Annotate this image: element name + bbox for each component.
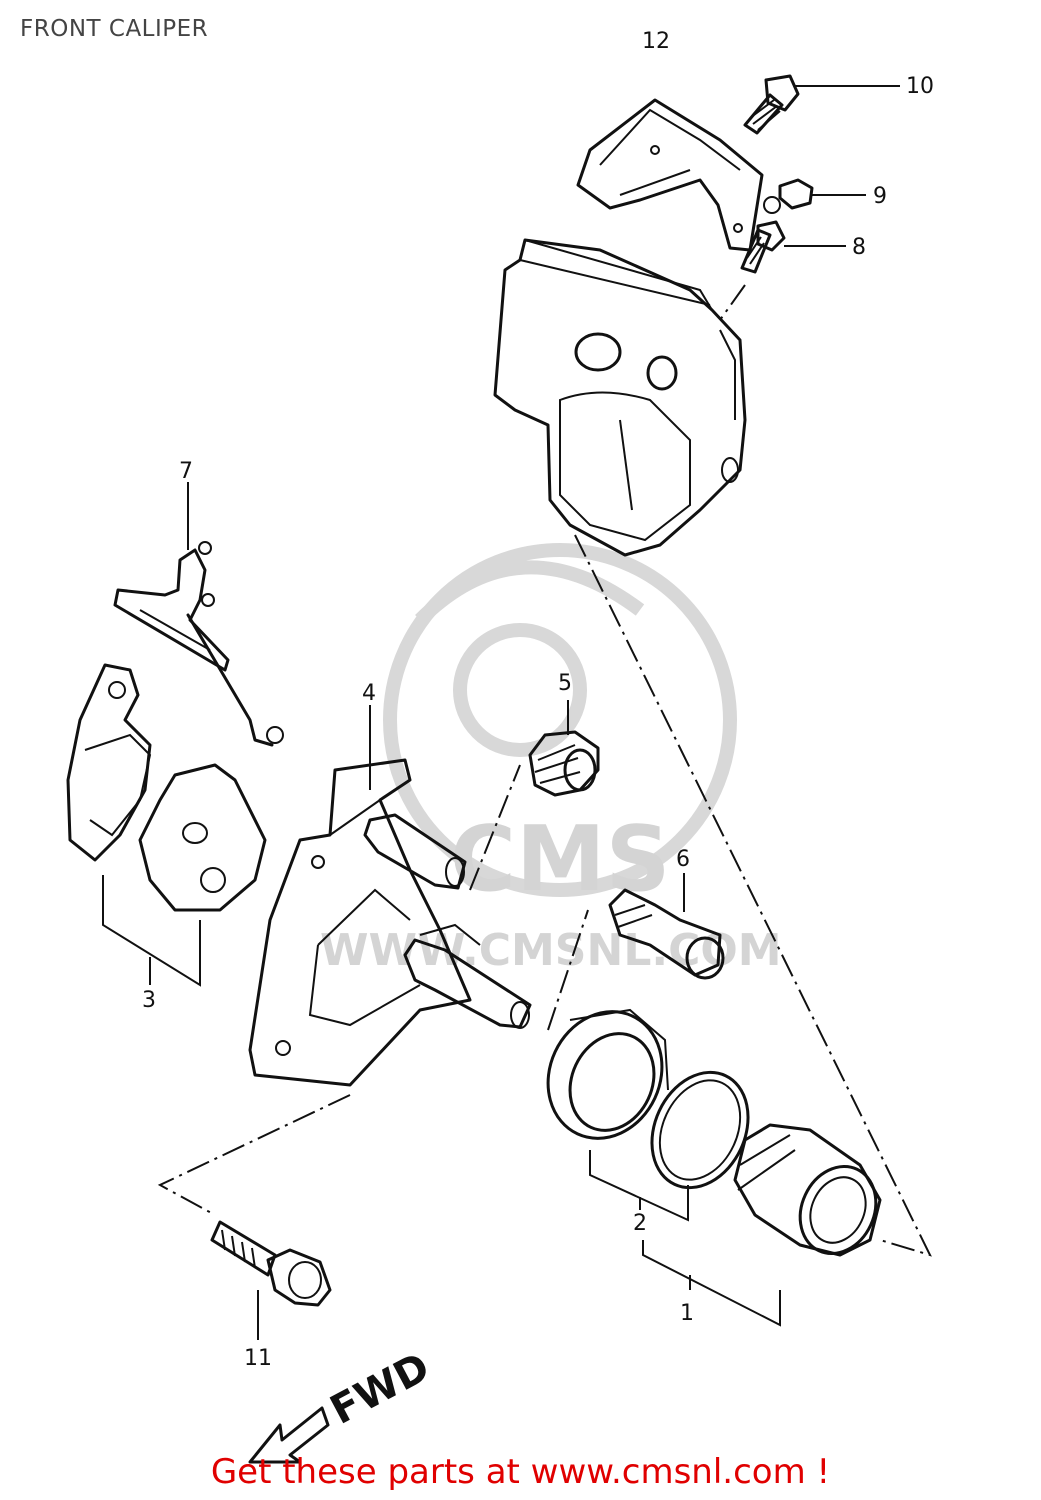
part-9-nut <box>778 178 814 210</box>
part-6-pin <box>608 888 725 980</box>
callout-11: 11 <box>244 1346 272 1371</box>
callout-10: 10 <box>906 74 934 99</box>
watermark-site: WWW.CMSNL.COM <box>320 925 782 976</box>
callout-12: 12 <box>642 29 670 54</box>
callout-4: 4 <box>362 681 376 706</box>
callout-8: 8 <box>852 235 866 260</box>
part-12-bracket <box>576 98 764 252</box>
callout-6: 6 <box>676 847 690 872</box>
forward-direction-arrow: FWD <box>248 1344 437 1464</box>
callout-9: 9 <box>873 184 887 209</box>
part-8-bolt <box>740 196 786 274</box>
fwd-label: FWD <box>323 1344 437 1434</box>
callout-1: 1 <box>680 1301 694 1326</box>
part-4-caliper-holder <box>248 758 472 1087</box>
part-4-slide-pin-upper <box>363 813 467 890</box>
part-11-bolt <box>210 1220 332 1307</box>
caliper-body <box>493 238 747 557</box>
part-10-bolt <box>743 74 800 135</box>
page-title: FRONT CALIPER <box>20 16 209 42</box>
part-4-slide-pin-lower <box>403 923 532 1029</box>
callout-5: 5 <box>558 671 572 696</box>
callout-3: 3 <box>142 988 156 1013</box>
part-1-piston <box>733 1123 882 1257</box>
part-2-piston-seals <box>546 1008 750 1190</box>
footer-link-text[interactable]: Get these parts at www.cmsnl.com ! <box>210 1452 831 1492</box>
callout-7: 7 <box>179 459 193 484</box>
part-7-spring-plate <box>113 541 284 747</box>
part-3-brake-pads <box>66 663 267 912</box>
callout-2: 2 <box>633 1211 647 1236</box>
cmsnl-watermark-logo: CMS WWW.CMSNL.COM <box>320 543 782 976</box>
part-5-boot <box>528 730 600 797</box>
